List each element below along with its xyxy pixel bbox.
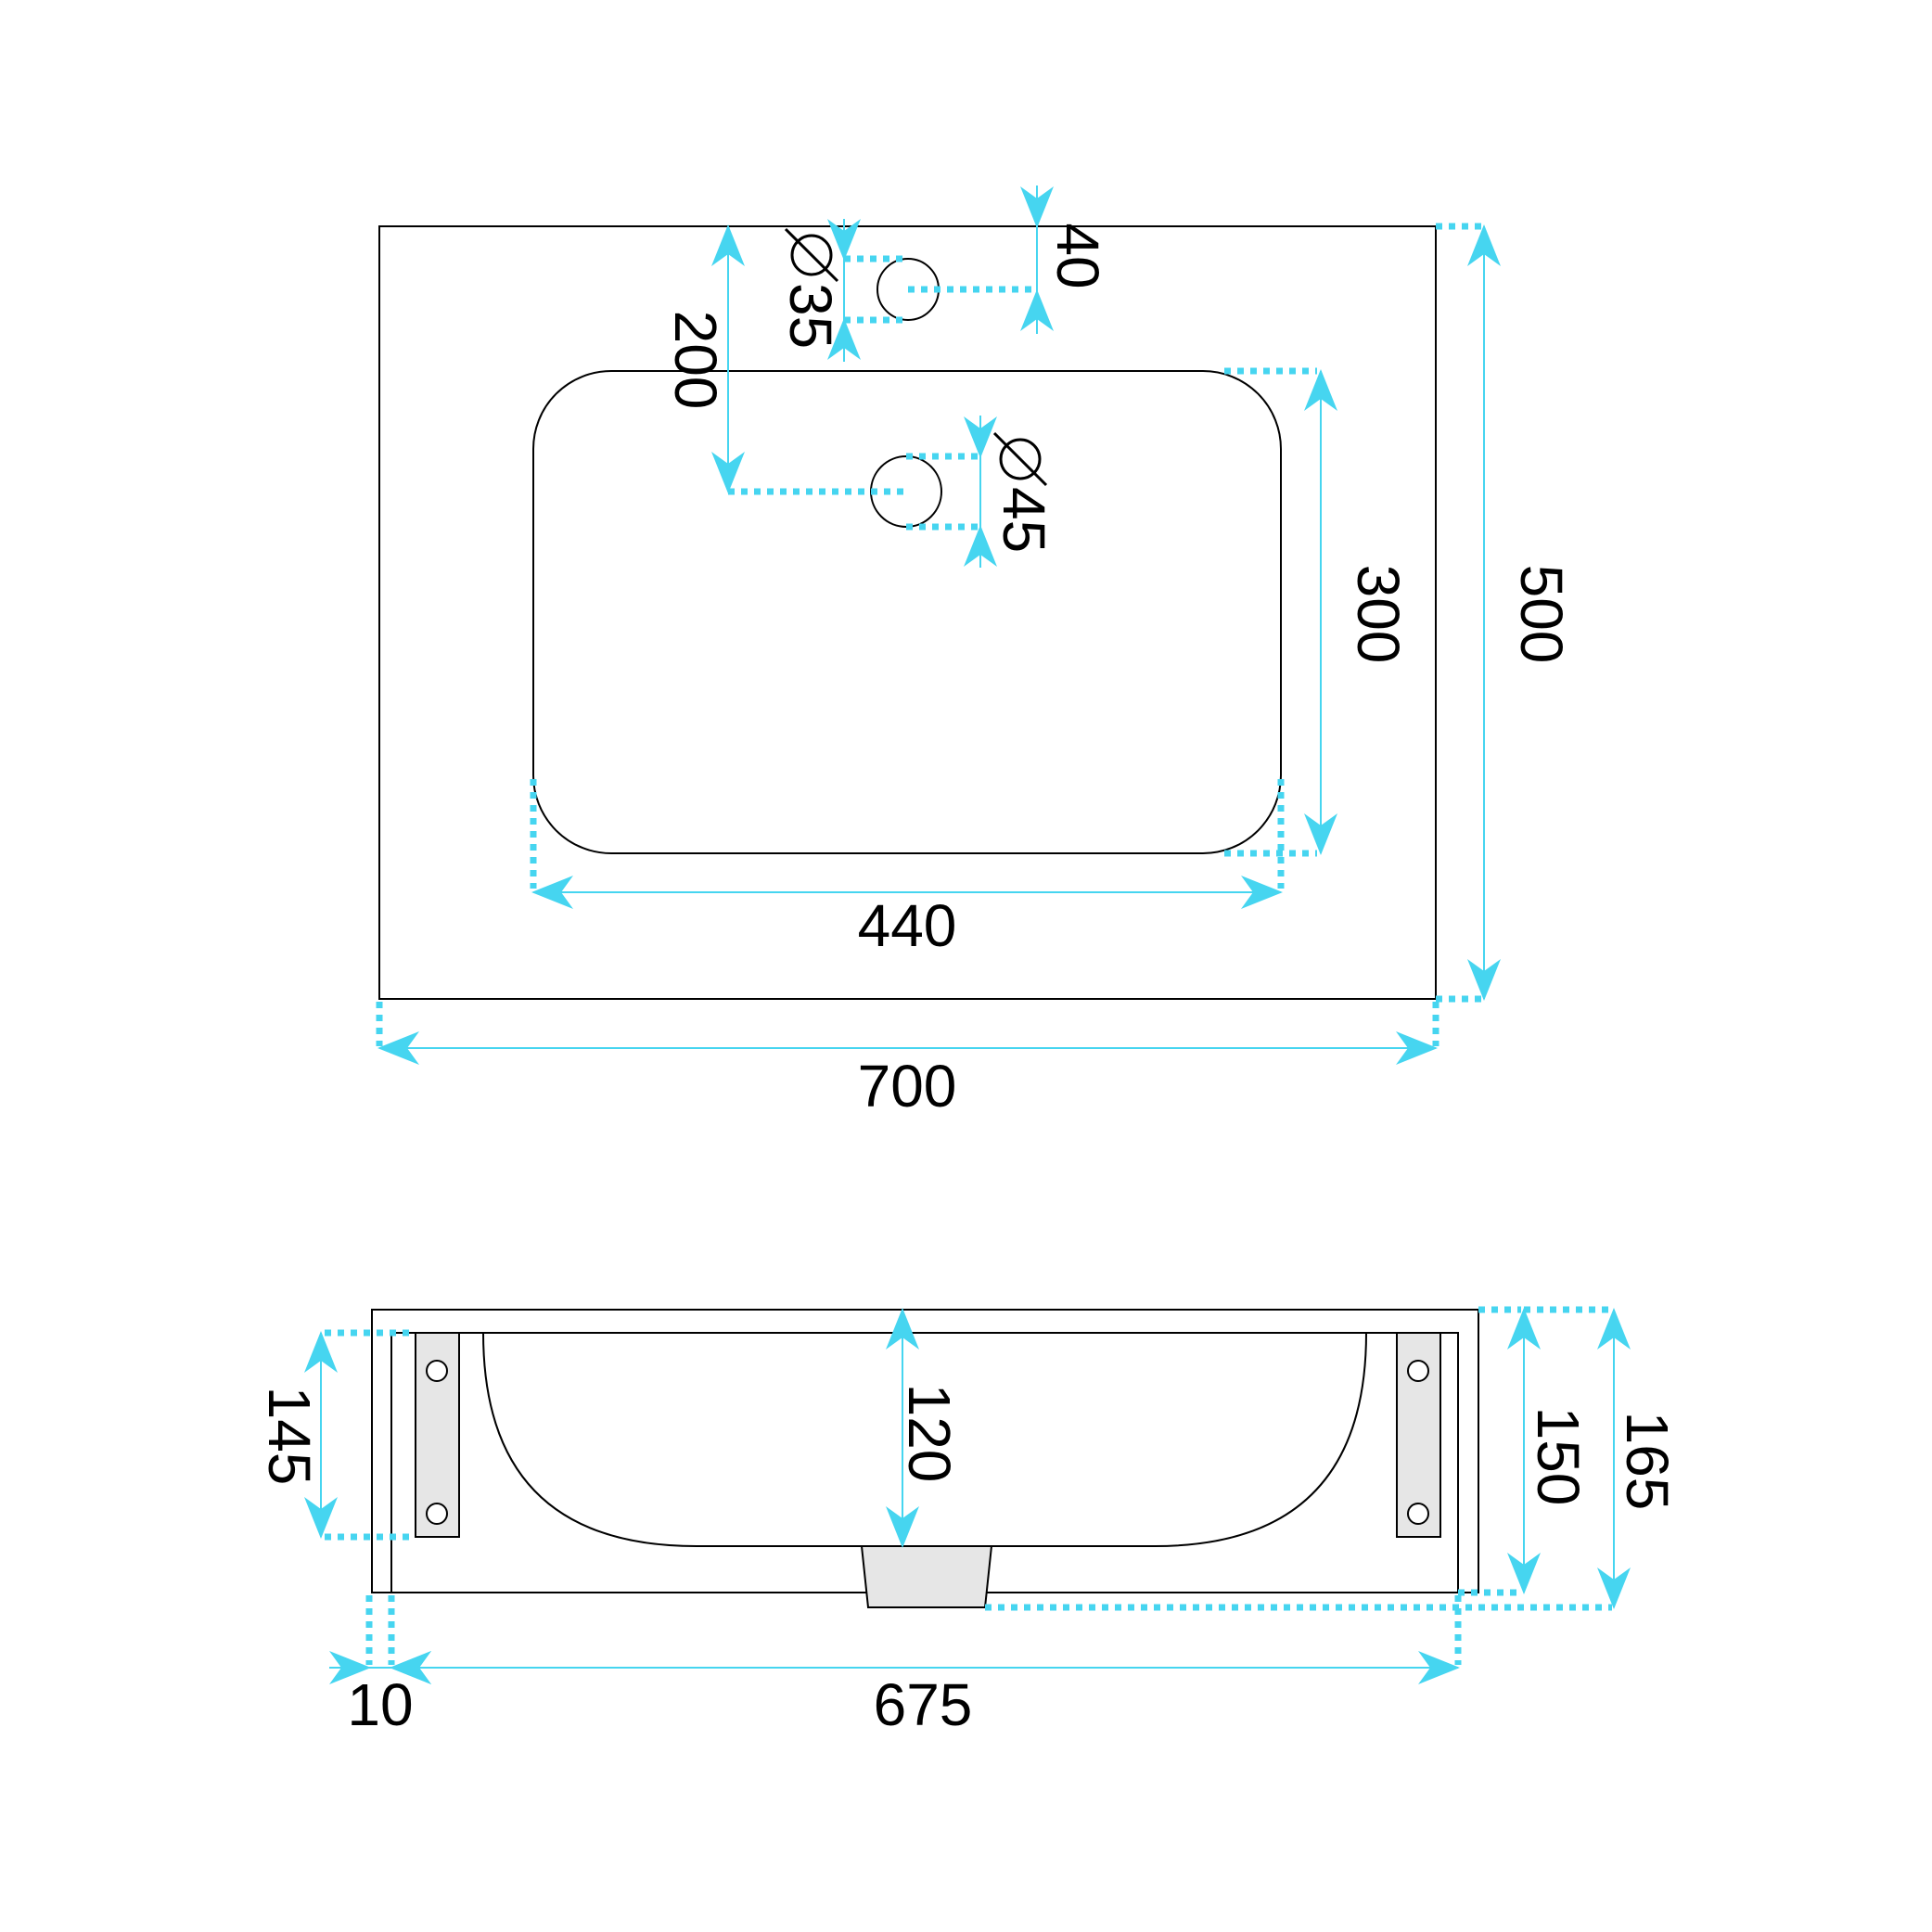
arrow-head: [377, 1031, 419, 1065]
arrow-head: [711, 452, 745, 493]
arrow-head: [886, 1506, 919, 1548]
dimension-bowl-width-440: 440: [530, 779, 1285, 959]
arrow-head: [711, 224, 745, 266]
dimension-label: 120: [896, 1384, 963, 1483]
arrow-head: [1507, 1308, 1541, 1350]
arrow-head: [1467, 224, 1501, 266]
arrow-head: [827, 219, 861, 261]
arrow-head: [886, 1308, 919, 1350]
arrow-head: [1507, 1553, 1541, 1594]
dimension-label: 200: [662, 311, 729, 410]
dimension-drain-hole-45: 45: [906, 416, 1057, 568]
dimension-tap-edge-40: 40: [908, 186, 1111, 334]
dimension-label: 35: [777, 283, 844, 349]
dimension-wall-10: 10: [329, 1595, 436, 1738]
bracket-screw-hole: [426, 1503, 448, 1525]
arrow-head: [1020, 186, 1054, 228]
arrow-head: [827, 318, 861, 360]
bracket-screw-hole: [1407, 1360, 1429, 1382]
arrow-head: [1304, 369, 1337, 411]
bracket-screw-hole: [1407, 1503, 1429, 1525]
dimension-bowl-depth-300: 300: [1224, 367, 1412, 857]
diameter-icon: [992, 431, 1048, 487]
dimension-inner-width-675: 675: [388, 1595, 1462, 1738]
arrow-head: [531, 876, 573, 909]
dimension-bracket-height-145: 145: [256, 1329, 416, 1541]
top-view: 700 500 440 300: [376, 186, 1575, 1120]
arrow-head: [1597, 1567, 1631, 1609]
arrow-head: [1241, 876, 1283, 909]
dimension-depth-500: 500: [1436, 223, 1575, 1003]
drain-outlet: [860, 1545, 993, 1608]
dimension-bowl-depth-120: 120: [886, 1308, 963, 1548]
dimension-tap-offset-200: 200: [662, 224, 906, 495]
dimension-label: 40: [1044, 223, 1111, 288]
dimension-body-height-150: 150: [1458, 1306, 1592, 1596]
dimension-label: 300: [1345, 565, 1412, 664]
dimension-label: 150: [1525, 1407, 1592, 1506]
arrow-head: [1467, 959, 1501, 1001]
diameter-icon: [784, 227, 839, 283]
countertop-outline: [378, 225, 1437, 1000]
dimension-label: 145: [256, 1387, 323, 1486]
bracket-screw-hole: [426, 1360, 448, 1382]
left-bracket: [415, 1332, 460, 1538]
dimension-width-700: 700: [376, 1002, 1439, 1120]
arrow-head: [964, 525, 997, 567]
arrow-head: [1020, 289, 1054, 331]
dimension-label: 165: [1614, 1412, 1681, 1511]
dimension-label: 440: [858, 892, 957, 959]
arrow-head: [1418, 1651, 1460, 1684]
dimension-label: 675: [874, 1671, 973, 1738]
arrow-head: [964, 416, 997, 458]
front-view: 675 10 145 120: [256, 1306, 1681, 1738]
dimension-label: 45: [991, 487, 1057, 553]
arrow-head: [304, 1497, 338, 1539]
arrow-head: [1304, 813, 1337, 855]
arrow-head: [390, 1651, 431, 1684]
dimension-label: 10: [347, 1671, 413, 1738]
right-bracket: [1396, 1332, 1441, 1538]
drain-hole: [870, 455, 942, 528]
bowl-outline: [532, 370, 1282, 854]
arrow-head: [1396, 1031, 1438, 1065]
arrow-head: [304, 1331, 338, 1373]
dimension-label: 500: [1508, 565, 1575, 664]
dimension-tap-hole-35: 35: [777, 219, 908, 362]
dimension-label: 700: [858, 1053, 957, 1120]
arrow-head: [1597, 1308, 1631, 1350]
arrow-head: [329, 1651, 371, 1684]
dimension-total-height-165: 165: [985, 1306, 1681, 1611]
